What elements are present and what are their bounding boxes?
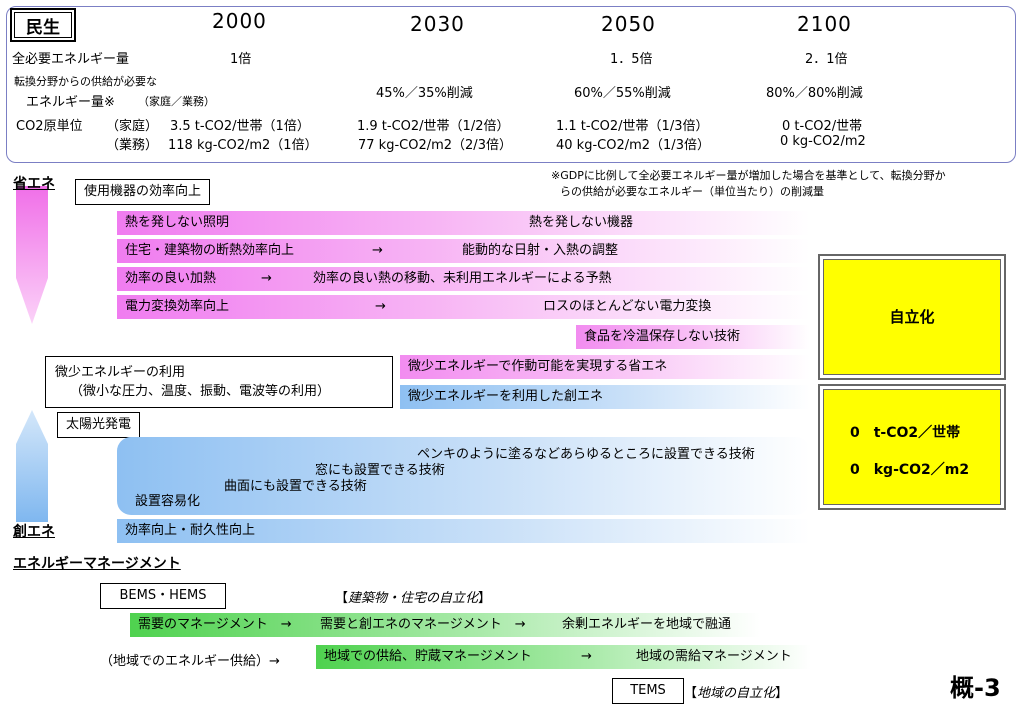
- year-2050: 2050: [601, 12, 656, 36]
- footnote-line2: らの供給が必要なエネルギー（単位当たり）の削減量: [560, 185, 824, 198]
- solar-text-paint: ペンキのように塗るなどあらゆるところに設置できる技術: [417, 447, 755, 462]
- row-conversion-label-line1: 転換分野からの供給が必要な: [14, 75, 157, 88]
- section-souene: 創エネ: [13, 524, 55, 540]
- caption-bracket-close: 】: [478, 591, 492, 606]
- regional-mgmt-b: 地域の需給マネージメント: [636, 649, 792, 664]
- sector-title: 民生: [10, 8, 76, 42]
- band-power-a: 電力変換効率向上: [125, 299, 230, 314]
- solar-text-easy: 設置容易化: [135, 494, 201, 509]
- row-total-energy-2000: 1倍: [230, 52, 252, 67]
- section-ems: エネルギーマネージメント: [13, 556, 181, 572]
- caption-bracket-close: 】: [775, 686, 789, 701]
- souene-up-arrow-icon: [16, 410, 48, 522]
- band-power-arrow: →: [375, 299, 386, 314]
- co2-office-2100: 0 kg-CO2/m2: [780, 134, 866, 149]
- row-conversion-2030: 45%／35%削減: [376, 86, 473, 101]
- band-demand-management: 需要のマネージメント → 需要と創エネのマネージメント → 余剰エネルギーを地域…: [130, 613, 760, 637]
- co2-office-2000: 118 kg-CO2/m2（1倍）: [168, 138, 318, 153]
- footnote-line1: ※GDPに比例して全必要エネルギー量が増加した場合を基準として、転換分野か: [551, 169, 946, 182]
- band-solar-efficiency: 効率向上・耐久性向上: [117, 519, 810, 543]
- row-total-energy-label: 全必要エネルギー量: [12, 52, 130, 67]
- band-power-b: ロスのほとんどない電力変換: [543, 299, 712, 314]
- co2-office-2030: 77 kg-CO2/m2（2/3倍）: [358, 138, 512, 153]
- box-solar: 太陽光発電: [57, 412, 141, 438]
- band-micro-shoene: 微少エネルギーで作動可能を実現する省エネ: [400, 355, 810, 379]
- row-conversion-2050: 60%／55%削減: [574, 86, 671, 101]
- co2-home-2030: 1.9 t-CO2/世帯（1/2倍）: [357, 119, 510, 134]
- band-power-conversion: 電力変換効率向上 → ロスのほとんどない電力変換: [117, 295, 810, 319]
- box-tems: TEMS: [612, 678, 684, 704]
- row-conversion-label-note: （家庭／業務）: [138, 95, 215, 108]
- caption-building-text: 建築物・住宅の自立化: [348, 591, 479, 606]
- box-self-sufficiency: 自立化: [818, 254, 1006, 380]
- year-2100: 2100: [797, 12, 852, 36]
- regional-supply-prefix: （地域でのエネルギー供給）→: [100, 654, 280, 669]
- caption-regional-text: 地域の自立化: [697, 686, 776, 701]
- caption-regional-self-sufficiency: 【地域の自立化】: [684, 682, 788, 701]
- solar-text-curved: 曲面にも設置できる技術: [224, 479, 367, 494]
- band-insulation-a: 住宅・建築物の断熱効率向上: [125, 243, 295, 258]
- box-device-efficiency: 使用機器の効率向上: [75, 179, 211, 205]
- page-label: 概-3: [950, 674, 1001, 702]
- self-sufficiency-label: 自立化: [889, 308, 935, 326]
- caption-bracket-open: 【: [684, 686, 698, 701]
- band-food-storage: 食品を冷温保存しない技術: [576, 325, 810, 349]
- micro-energy-line1: 微少エネルギーの利用: [55, 365, 186, 380]
- year-2030: 2030: [410, 12, 465, 36]
- band-regional-management: 地域での供給、貯蔵マネージメント → 地域の需給マネージメント: [316, 645, 811, 669]
- row-co2-home-label: （家庭）: [106, 119, 159, 134]
- target-household: 0 t-CO2／世帯: [850, 425, 961, 441]
- box-micro-energy: 微少エネルギーの利用 （微小な圧力、温度、振動、電波等の利用）: [45, 356, 393, 408]
- demand-mgmt-c: 余剰エネルギーを地域で融通: [562, 617, 732, 632]
- year-2000: 2000: [212, 9, 267, 33]
- row-total-energy-2050: 1．5倍: [610, 52, 653, 67]
- band-heating-a: 効率の良い加熱: [125, 271, 217, 286]
- summary-table-frame: [6, 6, 1016, 163]
- demand-mgmt-b: 需要と創エネのマネージメント →: [320, 617, 526, 632]
- target-floor-area: 0 kg-CO2／m2: [850, 462, 970, 478]
- solar-band: [117, 437, 810, 515]
- co2-home-2100: 0 t-CO2/世帯: [782, 119, 863, 134]
- band-insulation-b: 能動的な日射・入熱の調整: [462, 243, 619, 258]
- band-heating: 効率の良い加熱 → 効率の良い熱の移動、未利用エネルギーによる予熱: [117, 267, 810, 291]
- shoene-down-arrow-icon: [16, 186, 48, 324]
- band-heating-arrow: →: [261, 271, 272, 286]
- solar-text-window: 窓にも設置できる技術: [315, 463, 445, 478]
- band-no-heat-devices: 熱を発しない機器: [529, 215, 634, 230]
- co2-home-2050: 1.1 t-CO2/世帯（1/3倍）: [556, 119, 709, 134]
- demand-mgmt-a: 需要のマネージメント →: [138, 617, 292, 632]
- band-heating-b: 効率の良い熱の移動、未利用エネルギーによる予熱: [313, 271, 612, 286]
- row-conversion-label-line2: エネルギー量※: [26, 95, 115, 110]
- row-total-energy-2100: 2．1倍: [805, 52, 848, 67]
- row-co2-label: CO2原単位: [16, 119, 83, 134]
- row-conversion-2100: 80%／80%削減: [766, 86, 863, 101]
- co2-office-2050: 40 kg-CO2/m2（1/3倍）: [556, 138, 710, 153]
- micro-energy-line2: （微小な圧力、温度、振動、電波等の利用）: [70, 384, 331, 399]
- band-insulation-arrow: →: [372, 243, 383, 258]
- caption-bracket-open: 【: [335, 591, 349, 606]
- box-zero-emission-target: 0 t-CO2／世帯 0 kg-CO2／m2: [818, 384, 1006, 510]
- regional-mgmt-arrow: →: [581, 649, 592, 664]
- band-insulation: 住宅・建築物の断熱効率向上 → 能動的な日射・入熱の調整: [117, 239, 810, 263]
- band-no-heat-lighting: 熱を発しない照明: [125, 215, 230, 230]
- co2-home-2000: 3.5 t-CO2/世帯（1倍）: [170, 119, 310, 134]
- section-shoene: 省エネ: [13, 176, 55, 192]
- caption-building-self-sufficiency: 【建築物・住宅の自立化】: [335, 587, 491, 606]
- box-bems-hems: BEMS・HEMS: [100, 583, 226, 609]
- band-micro-souene: 微少エネルギーを利用した創エネ: [400, 385, 810, 409]
- row-co2-office-label: （業務）: [106, 138, 159, 153]
- regional-mgmt-a: 地域での供給、貯蔵マネージメント: [324, 649, 532, 664]
- band-no-heat: 熱を発しない照明 熱を発しない機器: [117, 211, 810, 235]
